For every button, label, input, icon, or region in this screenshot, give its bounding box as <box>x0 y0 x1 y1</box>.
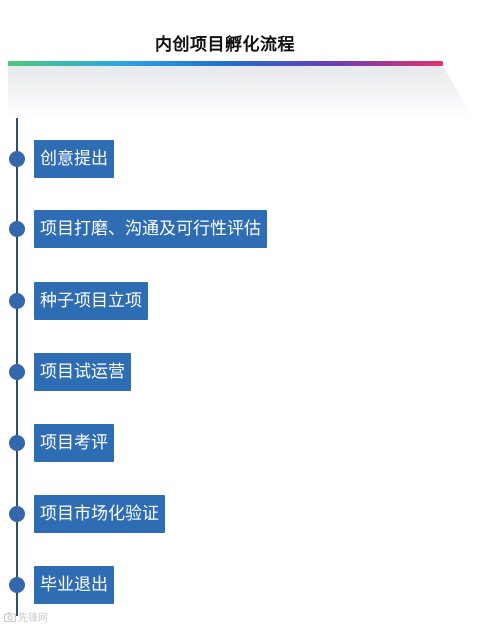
timeline-dot <box>9 506 25 522</box>
timeline-dot <box>9 435 25 451</box>
timeline-dot <box>9 364 25 380</box>
step-label: 项目考评 <box>34 424 114 462</box>
timeline-dot <box>9 151 25 167</box>
watermark: 先锋网 <box>4 609 48 624</box>
step-label: 项目打磨、沟通及可行性评估 <box>34 210 267 248</box>
step-label: 项目市场化验证 <box>34 495 165 533</box>
watermark-text: 先锋网 <box>18 613 48 624</box>
title-gradient-bar <box>8 61 443 66</box>
timeline-dot <box>9 577 25 593</box>
timeline-dot <box>9 293 25 309</box>
step-label: 创意提出 <box>34 140 114 178</box>
camera-icon <box>4 612 16 622</box>
step-label: 毕业退出 <box>34 566 114 604</box>
diagram-title: 内创项目孵化流程 <box>155 35 295 55</box>
timeline-dot <box>9 221 25 237</box>
header-shadow <box>8 66 473 118</box>
step-label: 种子项目立项 <box>34 282 148 320</box>
step-label: 项目试运营 <box>34 353 131 391</box>
